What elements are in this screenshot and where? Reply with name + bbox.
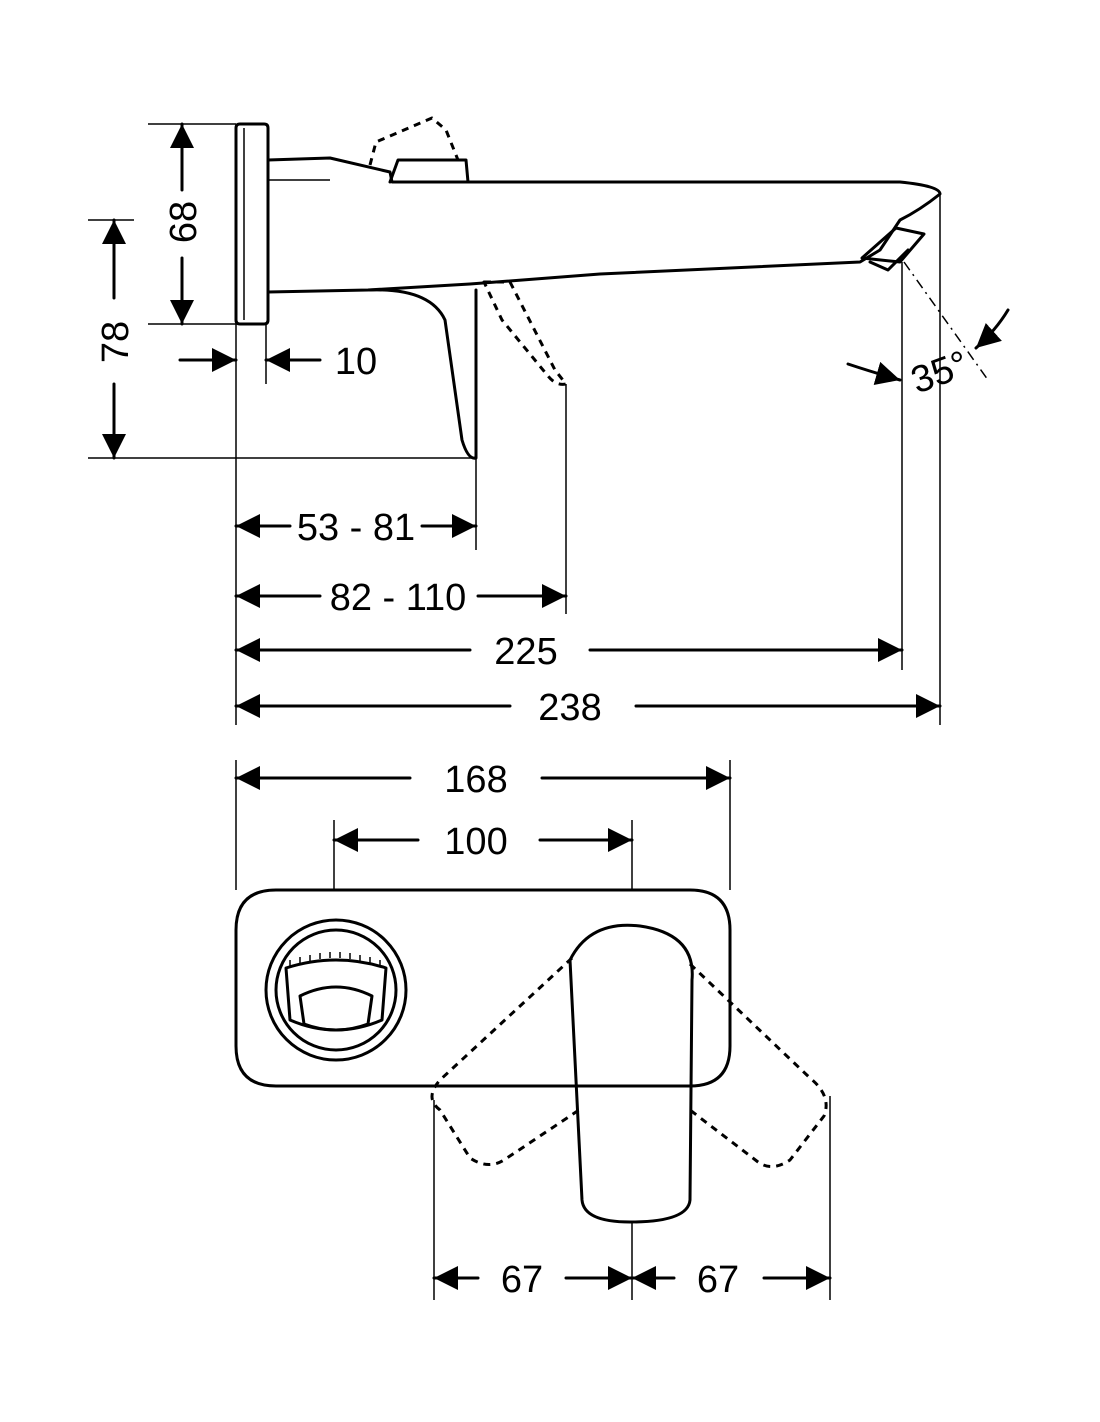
lever-solid [368, 288, 478, 460]
dim-10-label: 10 [335, 341, 377, 383]
spout-body [266, 156, 942, 294]
front-view [234, 760, 831, 1300]
dim-67-left-label: 67 [501, 1259, 543, 1301]
dim-238-label: 238 [538, 687, 601, 729]
front-lever [568, 923, 694, 1224]
dim-67-left: 67 [432, 1259, 634, 1301]
dim-angle-label: 35° [906, 343, 974, 402]
dim-67-right-label: 67 [697, 1259, 739, 1301]
wall-plate [234, 122, 270, 326]
dim-82-110: 82 - 110 [234, 577, 568, 619]
dim-angle-35: 35° [846, 308, 1010, 402]
dim-68: 68 [163, 122, 205, 326]
dim-168-label: 168 [444, 759, 507, 801]
dim-100-label: 100 [444, 821, 507, 863]
dim-225: 225 [234, 631, 904, 673]
dim-100: 100 [332, 821, 634, 863]
knob-outer [264, 918, 408, 1062]
dim-225-label: 225 [494, 631, 557, 673]
dim-68-label: 68 [163, 201, 205, 243]
front-plate [234, 888, 732, 1088]
dim-78-label: 78 [95, 321, 137, 363]
dim-168: 168 [234, 759, 732, 801]
dim-10: 10 [178, 341, 377, 383]
dim-238: 238 [234, 687, 942, 729]
dim-53-81-label: 53 - 81 [297, 507, 415, 549]
dim-82-110-label: 82 - 110 [330, 577, 467, 619]
dim-67-right: 67 [630, 1259, 832, 1301]
dim-78: 78 [95, 218, 137, 460]
dim-53-81: 53 - 81 [234, 507, 478, 549]
